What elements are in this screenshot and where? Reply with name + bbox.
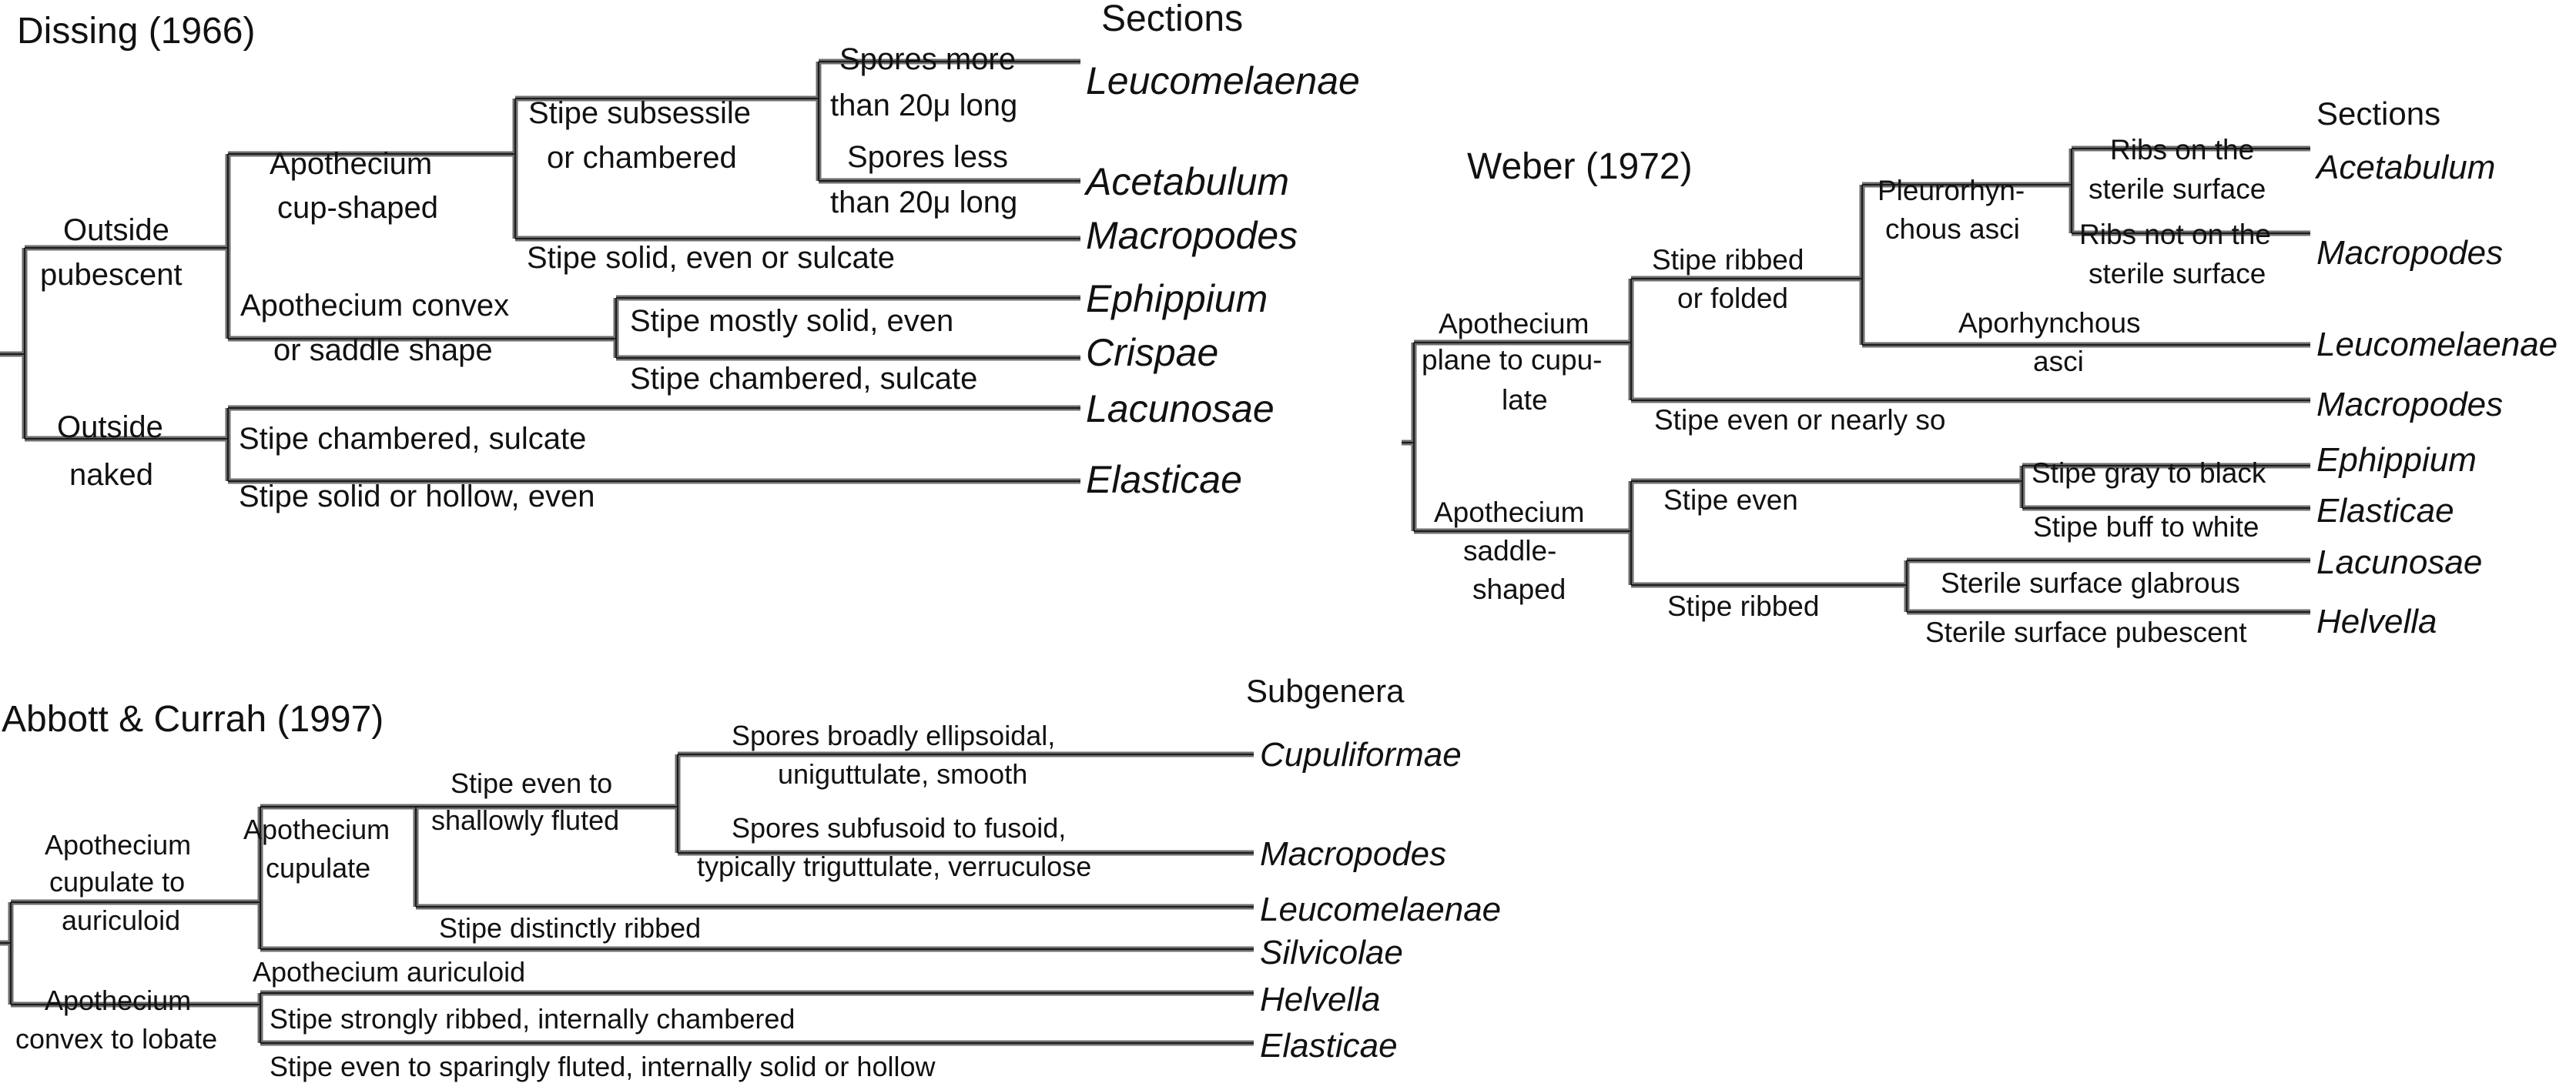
- spores-less-label-2: than 20μ long: [830, 186, 1017, 219]
- dissing-title: Dissing (1966): [17, 11, 255, 52]
- sterile-pubescent-label: Sterile surface pubescent: [1925, 617, 2247, 648]
- weber-taxon-macropodes-1: Macropodes: [2316, 234, 2503, 272]
- apothecium-plane-label-2: plane to cupu-: [1422, 344, 1603, 376]
- stipe-subsessile-label-2: or chambered: [547, 141, 737, 175]
- outside-pubescent-label-2: pubescent: [40, 258, 183, 292]
- spores-ellipsoidal-label-1: Spores broadly ellipsoidal,: [732, 720, 1055, 751]
- dissing-taxon-elasticae: Elasticae: [1086, 458, 1242, 501]
- stipe-buff-white-label: Stipe buff to white: [2033, 511, 2259, 543]
- apothecium-cup-label-1: Apothecium: [270, 147, 432, 181]
- apothecium-cupulate-label-1: Apothecium: [243, 814, 390, 845]
- weber-tree: Weber (1972) Sections Apothecium plane t…: [1402, 95, 2558, 648]
- stipe-gray-black-label: Stipe gray to black: [2032, 457, 2266, 489]
- dissing-taxon-crispae: Crispae: [1086, 331, 1218, 374]
- ribs-not-label-1: Ribs not on the: [2079, 219, 2271, 250]
- weber-title: Weber (1972): [1467, 146, 1693, 187]
- weber-taxon-helvella: Helvella: [2316, 603, 2437, 640]
- weber-taxon-lacunosae: Lacunosae: [2316, 543, 2482, 581]
- stipe-even-label: Stipe even: [1663, 484, 1798, 516]
- abbott-tree: Abbott & Currah (1997) Subgenera Apothec…: [0, 673, 1501, 1082]
- spores-subfusoid-label-1: Spores subfusoid to fusoid,: [732, 812, 1066, 844]
- spores-more-label-1: Spores more: [839, 42, 1016, 76]
- weber-taxon-acetabulum: Acetabulum: [2314, 149, 2495, 186]
- sterile-glabrous-label: Sterile surface glabrous: [1941, 567, 2240, 599]
- stipe-sparingly-fluted-label: Stipe even to sparingly fluted, internal…: [270, 1051, 936, 1082]
- abbott-branches: [0, 751, 1254, 1046]
- apothecium-cupulate-aur-label-2: cupulate to: [49, 866, 185, 898]
- apothecium-convex-label-1: Apothecium convex: [240, 289, 509, 323]
- stipe-solid-even-sulcate-label: Stipe solid, even or sulcate: [527, 241, 895, 275]
- weber-sections-header: Sections: [2316, 95, 2440, 132]
- apothecium-saddle-label-1: Apothecium: [1434, 497, 1584, 528]
- pleurorhynchous-label-2: chous asci: [1885, 213, 2020, 245]
- apothecium-auriculoid-label: Apothecium auriculoid: [253, 956, 525, 988]
- abbott-title: Abbott & Currah (1997): [2, 699, 384, 740]
- abbott-taxon-cupuliformae: Cupuliformae: [1260, 736, 1462, 774]
- apothecium-saddle-label-3: shaped: [1472, 573, 1566, 605]
- stipe-ribbed-folded-label-1: Stipe ribbed: [1652, 244, 1804, 276]
- weber-taxon-elasticae: Elasticae: [2316, 492, 2454, 530]
- spores-subfusoid-label-2: typically triguttulate, verruculose: [697, 851, 1091, 882]
- dissing-taxon-acetabulum: Acetabulum: [1084, 160, 1289, 203]
- stipe-chambered-sulcate-a-label: Stipe chambered, sulcate: [630, 362, 977, 396]
- dissing-branches: [0, 59, 1080, 484]
- stipe-even-fluted-label-1: Stipe even to: [451, 767, 612, 799]
- abbott-subgenera-header: Subgenera: [1246, 673, 1405, 709]
- outside-pubescent-label-1: Outside: [63, 213, 169, 247]
- dissing-sections-header: Sections: [1101, 0, 1243, 39]
- ribs-on-label-2: sterile surface: [2089, 173, 2266, 205]
- apothecium-convex-label-2: or saddle shape: [273, 333, 493, 367]
- weber-branches: [1402, 145, 2310, 615]
- stipe-strongly-ribbed-label: Stipe strongly ribbed, internally chambe…: [270, 1003, 795, 1035]
- stipe-ribbed-label: Stipe ribbed: [1667, 590, 1819, 622]
- apothecium-cupulate-aur-label-1: Apothecium: [45, 829, 191, 861]
- abbott-taxon-helvella: Helvella: [1260, 981, 1381, 1018]
- outside-naked-label-1: Outside: [57, 410, 163, 444]
- weber-taxon-leucomelaenae: Leucomelaenae: [2316, 326, 2558, 363]
- weber-taxon-ephippium: Ephippium: [2316, 441, 2477, 479]
- dissing-taxon-ephippium: Ephippium: [1086, 277, 1268, 320]
- stipe-mostly-solid-label: Stipe mostly solid, even: [630, 304, 953, 338]
- abbott-taxon-leucomelaenae: Leucomelaenae: [1260, 891, 1501, 928]
- aporhynchous-label-2: asci: [2033, 346, 2084, 377]
- stipe-even-fluted-label-2: shallowly fluted: [431, 804, 619, 836]
- apothecium-saddle-label-2: saddle-: [1463, 535, 1556, 567]
- abbott-taxon-elasticae: Elasticae: [1260, 1027, 1398, 1065]
- apothecium-plane-label-1: Apothecium: [1439, 308, 1589, 339]
- spores-less-label-1: Spores less: [847, 140, 1008, 174]
- spores-more-label-2: than 20μ long: [830, 89, 1017, 122]
- outside-naked-label-2: naked: [69, 458, 153, 492]
- dissing-taxon-lacunosae: Lacunosae: [1086, 387, 1275, 430]
- stipe-distinctly-ribbed-label: Stipe distinctly ribbed: [439, 912, 701, 944]
- stipe-even-nearly-label: Stipe even or nearly so: [1654, 404, 1945, 436]
- pleurorhynchous-label-1: Pleurorhyn-: [1878, 175, 2025, 206]
- ribs-on-label-1: Ribs on the: [2110, 134, 2254, 166]
- apothecium-convex-lobate-label-2: convex to lobate: [15, 1023, 217, 1055]
- dissing-tree: Dissing (1966) Sections Outside pubescen…: [0, 0, 1360, 513]
- abbott-taxon-silvicolae: Silvicolae: [1260, 934, 1403, 971]
- aporhynchous-label-1: Aporhynchous: [1958, 307, 2141, 339]
- apothecium-cupulate-label-2: cupulate: [266, 852, 370, 884]
- stipe-solid-hollow-label: Stipe solid or hollow, even: [239, 480, 595, 513]
- weber-taxon-macropodes-2: Macropodes: [2316, 386, 2503, 423]
- stipe-chambered-sulcate-b-label: Stipe chambered, sulcate: [239, 422, 586, 456]
- ribs-not-label-2: sterile surface: [2089, 258, 2266, 289]
- dissing-taxon-leucomelaenae: Leucomelaenae: [1086, 59, 1360, 102]
- dissing-taxon-macropodes: Macropodes: [1086, 214, 1298, 257]
- apothecium-convex-lobate-label-1: Apothecium: [45, 985, 191, 1016]
- stipe-subsessile-label-1: Stipe subsessile: [528, 96, 751, 130]
- apothecium-cup-label-2: cup-shaped: [277, 191, 438, 225]
- apothecium-cupulate-aur-label-3: auriculoid: [62, 904, 180, 936]
- apothecium-plane-label-3: late: [1502, 384, 1548, 416]
- spores-ellipsoidal-label-2: uniguttulate, smooth: [778, 758, 1027, 790]
- stipe-ribbed-folded-label-2: or folded: [1677, 283, 1788, 314]
- abbott-taxon-macropodes: Macropodes: [1260, 835, 1446, 873]
